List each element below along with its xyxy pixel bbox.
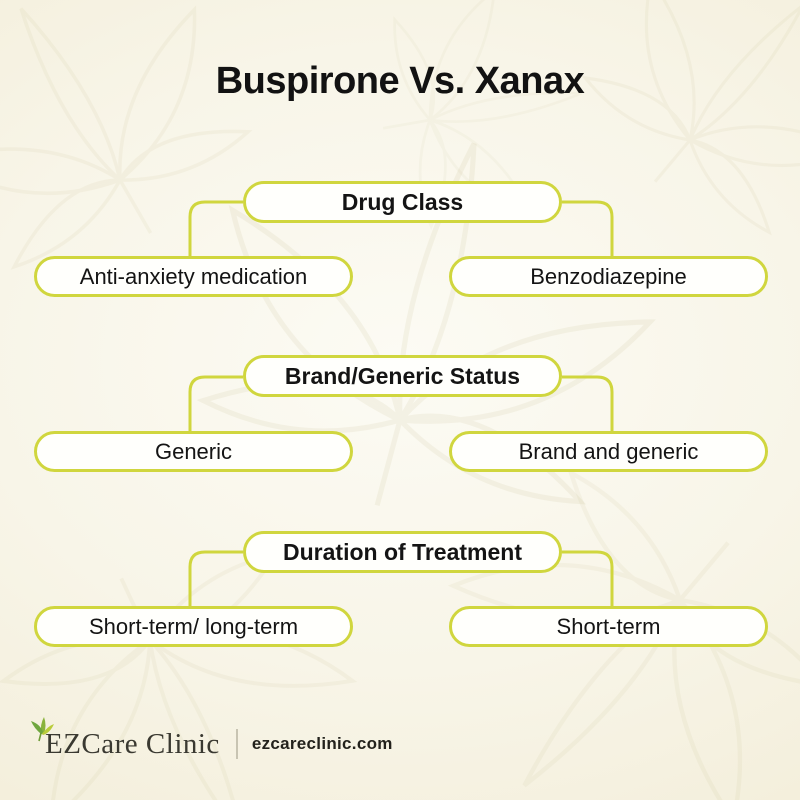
brand-name: EZCare Clinic — [31, 716, 220, 761]
category-pill: Drug Class — [243, 181, 562, 223]
brand-name-text: EZCare Clinic — [45, 727, 220, 760]
connector-left-brand-generic — [188, 375, 243, 431]
footer-divider — [235, 729, 238, 759]
category-pill: Duration of Treatment — [243, 531, 562, 573]
page-title: Buspirone Vs. Xanax — [215, 60, 585, 102]
category-pill: Brand/Generic Status — [243, 355, 562, 397]
connector-right-drug-class — [562, 200, 614, 256]
connector-right-brand-generic — [562, 375, 614, 431]
website-url: ezcareclinic.com — [251, 734, 393, 753]
right-value-pill: Short-term — [449, 606, 768, 647]
leaf-logo-icon — [31, 716, 54, 741]
right-value-pill: Benzodiazepine — [449, 256, 768, 297]
left-value-pill: Short-term/ long-term — [34, 606, 353, 647]
footer: EZCare Clinic ezcareclinic.com — [31, 716, 393, 766]
connector-left-duration — [188, 550, 243, 606]
connector-right-duration — [562, 550, 614, 606]
left-value-pill: Generic — [34, 431, 353, 472]
connector-left-drug-class — [188, 200, 243, 256]
right-value-pill: Brand and generic — [449, 431, 768, 472]
left-value-pill: Anti-anxiety medication — [34, 256, 353, 297]
